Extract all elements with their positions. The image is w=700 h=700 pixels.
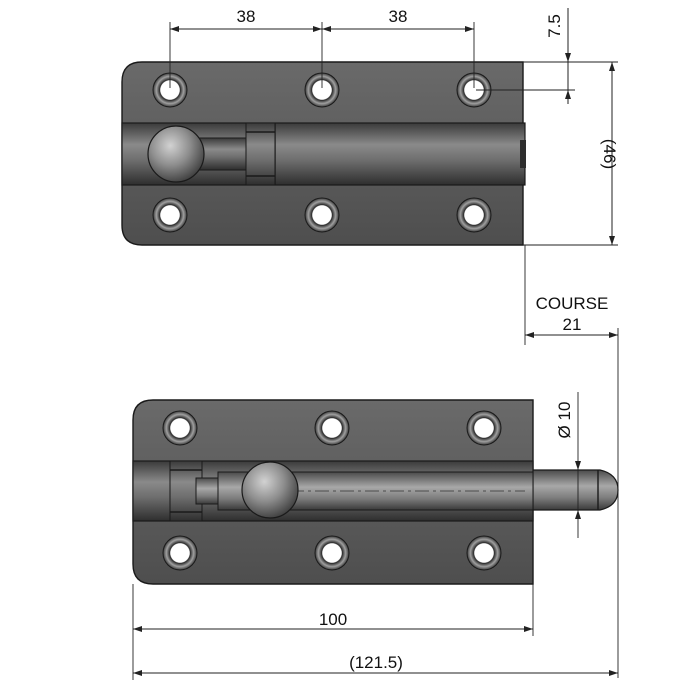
- dimension-hole-offset: 7.5: [545, 14, 564, 38]
- stroke-value: 21: [563, 315, 582, 334]
- bottom-view-holes-lower: [162, 535, 502, 571]
- stroke-dimension: COURSE 21: [524, 245, 619, 678]
- top-knob: [147, 125, 205, 183]
- top-bolt-end: [520, 140, 526, 168]
- dimension-hole-spacing-left: 38: [237, 7, 256, 26]
- screw-hole: [466, 410, 502, 446]
- dimension-bolt-diameter: Ø 10: [555, 402, 574, 439]
- dimension-plate-height: (46): [600, 139, 619, 169]
- screw-hole: [314, 410, 350, 446]
- screw-hole: [162, 410, 198, 446]
- dimension-hole-spacing-right: 38: [389, 7, 408, 26]
- screw-hole: [466, 535, 502, 571]
- bottom-view: [132, 399, 619, 585]
- top-view-holes-lower: [152, 197, 492, 233]
- top-bolt-bracket: [245, 122, 276, 186]
- bottom-view-holes-upper: [162, 410, 502, 446]
- screw-hole: [314, 535, 350, 571]
- bottom-dimensions: Ø 10 100 (121.5): [132, 392, 618, 680]
- screw-hole: [152, 197, 188, 233]
- dimension-plate-length: 100: [319, 610, 347, 629]
- dimension-overall-length: (121.5): [349, 653, 403, 672]
- stroke-label: COURSE: [536, 294, 609, 313]
- top-view: [121, 61, 526, 246]
- screw-hole: [162, 535, 198, 571]
- bottom-knob: [241, 461, 299, 519]
- screw-hole: [456, 197, 492, 233]
- top-dimensions: 38 38 7.5 (46): [169, 7, 619, 246]
- screw-hole: [304, 197, 340, 233]
- bottom-bolt-guide: [195, 477, 219, 505]
- bolt-tip: [529, 469, 619, 511]
